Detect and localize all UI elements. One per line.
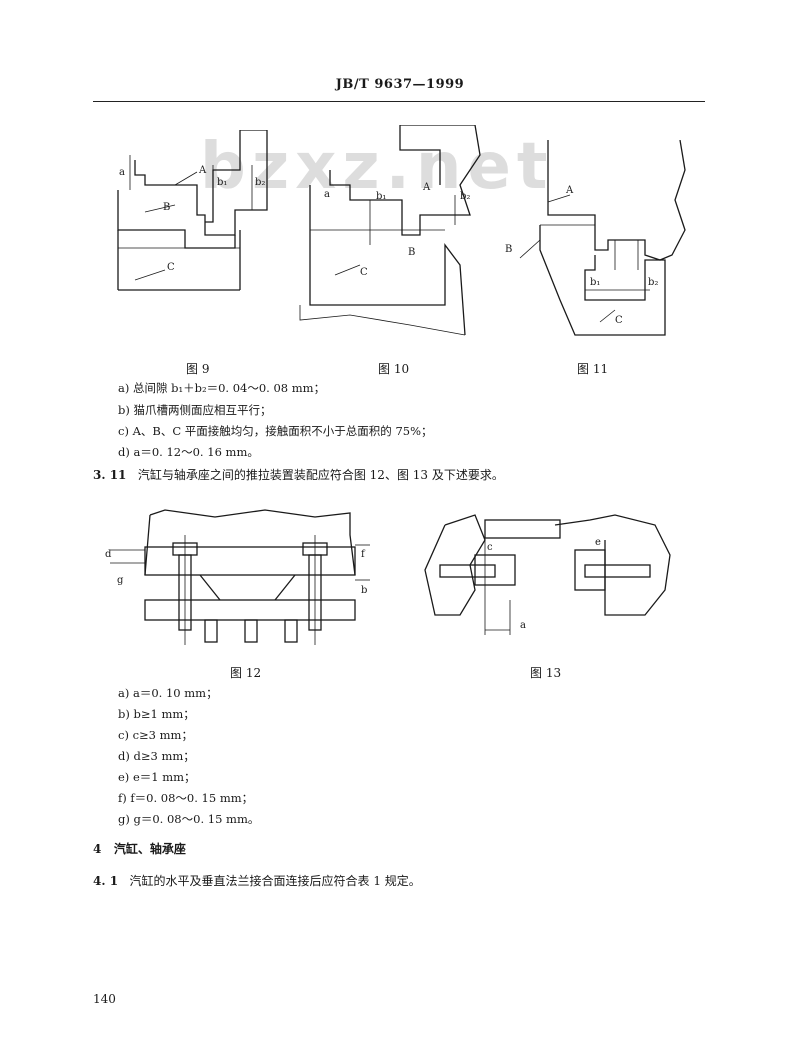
- fig11-leader-c: [599, 309, 616, 323]
- page-number: 140: [93, 992, 116, 1006]
- fig11-label-C: C: [615, 315, 623, 326]
- fig13-left-top-plate: [484, 519, 561, 539]
- section-4-1-text: 汽缸的水平及垂直法兰接合面连接后应符合表 1 规定。: [129, 874, 421, 888]
- fig9-label-C: C: [167, 262, 175, 273]
- figure-11: A B C b₁ b₂: [505, 140, 686, 336]
- fig10-label-A: A: [422, 182, 431, 193]
- fig12-cylinder-left: [144, 514, 151, 576]
- fig13-right-bolt: [584, 564, 651, 578]
- fig9-caption: 图 9: [186, 362, 210, 376]
- fig12-foot-2: [244, 619, 258, 643]
- fig12-foot-3: [284, 619, 298, 643]
- section-3-11-text: 汽缸与轴承座之间的推拉装置装配应符合图 12、图 13 及下述要求。: [137, 468, 504, 482]
- fig10-seat-outline: [309, 185, 466, 336]
- figure-9: a b₁ b₂ A B C: [117, 130, 268, 291]
- fig10-label-B: B: [408, 247, 415, 258]
- fig9-leader-b: [144, 204, 176, 213]
- fig10-caption: 图 10: [378, 362, 410, 376]
- fig13-caption: 图 13: [530, 666, 562, 680]
- req2-item-e: e) e＝1 mm；: [118, 770, 196, 784]
- fig11-label-B: B: [505, 244, 512, 255]
- fig12-rib-right: [274, 574, 296, 601]
- fig9-cylinder-outline: [134, 130, 268, 236]
- req2-item-c: c) c≥3 mm；: [118, 728, 193, 742]
- fig9-label-b2: b₂: [255, 177, 265, 188]
- fig13-right-cylinder: [554, 514, 671, 616]
- fig12-caption: 图 12: [230, 666, 262, 680]
- fig12-pull-block: [144, 546, 356, 576]
- fig13-label-c: c: [487, 542, 493, 553]
- req1-item-d: d) a＝0. 12～0. 16 mm。: [118, 445, 259, 459]
- fig11-cylinder-outline: [547, 140, 686, 261]
- fig11-leader-b: [519, 239, 541, 259]
- section-4-title: 汽缸、轴承座: [113, 842, 186, 856]
- req2-item-g: g) g＝0. 08～0. 15 mm。: [118, 812, 260, 826]
- fig10-cylinder-outline: [329, 125, 481, 236]
- fig12-rib-left: [199, 574, 221, 601]
- fig11-seat-outline: [539, 225, 666, 336]
- fig12-base-plate: [144, 599, 356, 621]
- fig13-left-cylinder: [424, 514, 486, 616]
- fig13-label-a: a: [520, 620, 526, 631]
- section-3-11: 3. 11 汽缸与轴承座之间的推拉装置装配应符合图 12、图 13 及下述要求。: [93, 466, 504, 483]
- fig12-label-d: d: [105, 549, 112, 560]
- fig12-label-f: f: [361, 549, 366, 560]
- fig13-label-e: e: [595, 537, 601, 548]
- fig13-left-bolt: [439, 564, 496, 578]
- fig12-foot-1: [204, 619, 218, 643]
- fig9-label-a: a: [119, 167, 125, 178]
- req2-item-f: f) f＝0. 08～0. 15 mm；: [118, 791, 254, 805]
- fig13-left-nut: [474, 554, 516, 586]
- section-4-number: 4: [93, 842, 102, 856]
- section-4-1-number: 4. 1: [93, 874, 119, 888]
- req2-item-b: b) b≥1 mm；: [118, 707, 195, 721]
- req1-item-b: b) 猫爪槽两侧面应相互平行；: [118, 403, 272, 417]
- document-header: JB/T 9637—1999: [335, 77, 465, 92]
- fig10-leader-c: [334, 264, 361, 276]
- req2-item-a: a) a＝0. 10 mm；: [118, 686, 218, 700]
- req1-item-c: c) A、B、C 平面接触均匀，接触面积不小于总面积的 75%；: [118, 424, 433, 438]
- section-4-1: 4. 1 汽缸的水平及垂直法兰接合面连接后应符合表 1 规定。: [93, 872, 421, 889]
- section-3-11-number: 3. 11: [93, 468, 127, 482]
- fig11-caption: 图 11: [577, 362, 609, 376]
- fig13-right-nut: [574, 549, 606, 591]
- fig12-cylinder-top: [149, 509, 356, 576]
- figure-12: d g f b: [105, 509, 370, 645]
- fig10-label-b1: b₁: [376, 191, 386, 202]
- fig9-label-b1: b₁: [217, 177, 227, 188]
- req2-item-d: d) d≥3 mm；: [118, 749, 195, 763]
- fig11-label-b2: b₂: [648, 277, 658, 288]
- fig10-base-break: [299, 305, 466, 336]
- fig9-label-B: B: [163, 202, 170, 213]
- fig10-label-a: a: [324, 189, 330, 200]
- fig10-label-b2: b₂: [460, 191, 470, 202]
- fig12-label-g: g: [117, 575, 124, 586]
- watermark: bzxz.net: [200, 130, 554, 204]
- fig11-leader-a: [547, 194, 571, 203]
- fig9-seat-outline: [117, 190, 236, 249]
- header-rule: [93, 101, 705, 102]
- fig10-label-C: C: [360, 267, 368, 278]
- fig9-leader-c: [134, 269, 166, 281]
- figure-10: a b₁ b₂ A B C: [299, 125, 481, 336]
- fig12-label-b: b: [361, 585, 367, 596]
- fig9-label-A: A: [198, 165, 207, 176]
- fig9-leader-a: [174, 171, 198, 186]
- fig11-label-b1: b₁: [590, 277, 600, 288]
- section-4: 4 汽缸、轴承座: [93, 840, 186, 857]
- fig11-label-A: A: [565, 185, 574, 196]
- req1-item-a: a) 总间隙 b₁＋b₂＝0. 04～0. 08 mm；: [118, 381, 326, 395]
- figure-13: c a e: [424, 514, 671, 635]
